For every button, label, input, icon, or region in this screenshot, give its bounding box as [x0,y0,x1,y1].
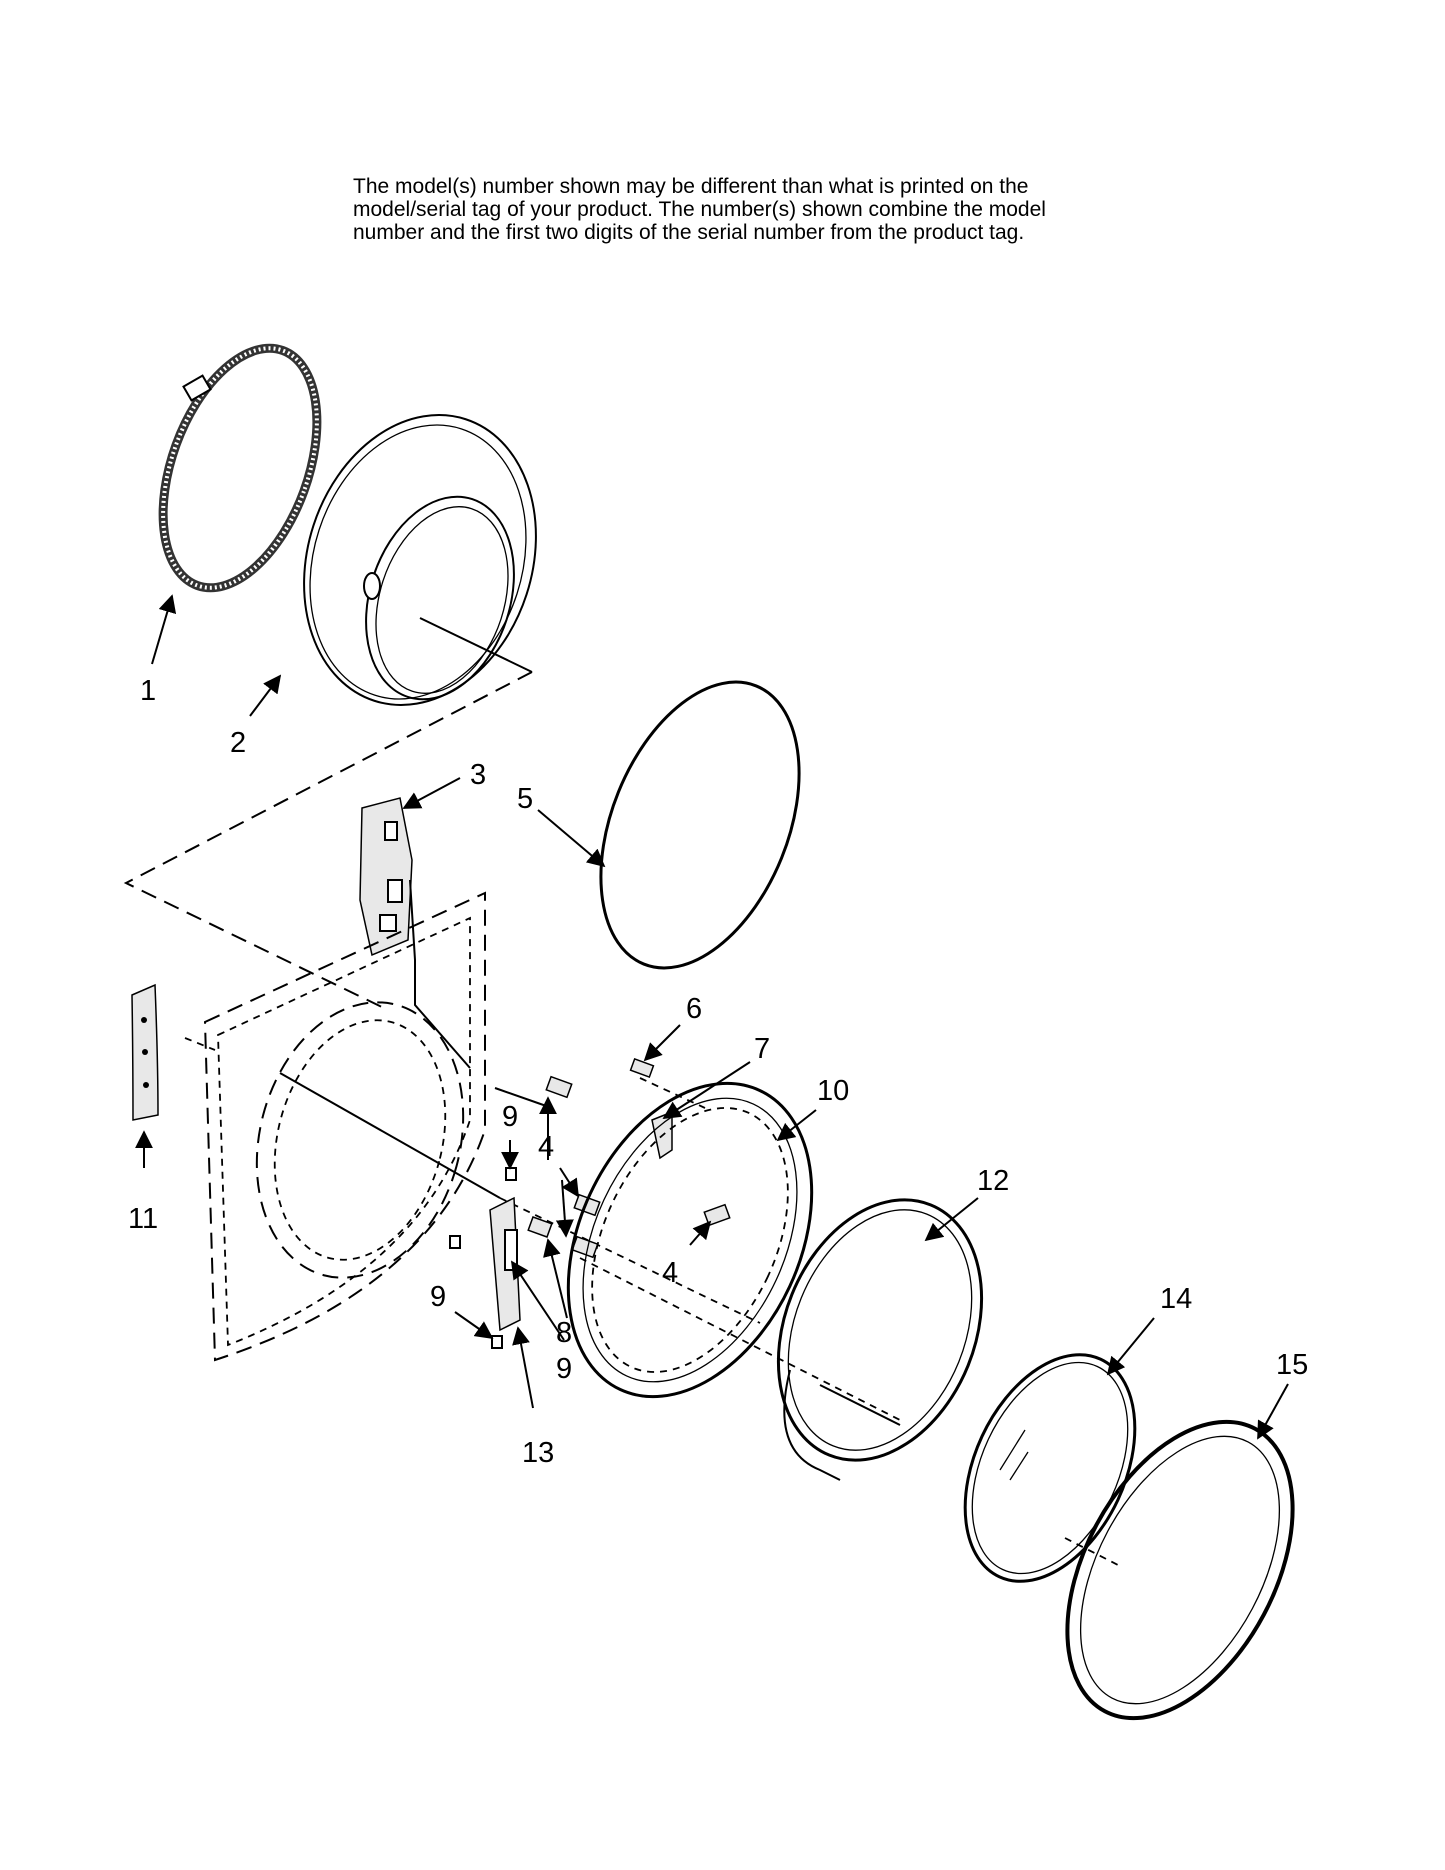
part-1-clamp [158,343,322,593]
part-13-hinge [489,1196,521,1332]
callout-3: 3 [470,759,486,791]
part-10-inner-door-frame [566,1081,814,1399]
assembly-lines [123,671,1119,1566]
callout-1: 1 [140,675,156,707]
callout-15: 15 [1276,1349,1308,1381]
callout-5: 5 [517,783,533,815]
leader-arrows [135,594,1289,1440]
callout-6: 6 [686,993,702,1025]
callout-9-left: 9 [430,1281,446,1313]
disclaimer-line-3: number and the first two digits of the s… [353,221,1025,244]
callout-4-upper: 4 [538,1131,554,1163]
callout-12: 12 [977,1165,1009,1197]
callout-9-bottom: 9 [556,1353,572,1385]
part-15-outer-door-trim [1065,1419,1295,1721]
callout-9-top: 9 [502,1101,518,1133]
part-5-ring [599,680,801,970]
callout-8: 8 [556,1317,572,1349]
callout-13: 13 [522,1437,554,1469]
part-2-bellow [303,414,537,706]
callout-14: 14 [1160,1283,1192,1315]
callout-10: 10 [817,1075,849,1107]
part-12-door-glass [776,1198,984,1481]
callout-11: 11 [128,1203,158,1235]
disclaimer-line-2: model/serial tag of your product. The nu… [353,198,1046,221]
part-3-door-lock [359,797,471,1069]
disclaimer-line-1: The model(s) number shown may be differe… [353,175,1029,198]
screws-and-pins [449,1057,731,1349]
callout-4-lower: 4 [662,1257,678,1289]
callout-7: 7 [754,1033,770,1065]
front-panel [203,891,486,1362]
part-11-strip [131,983,159,1121]
model-number-disclaimer: The model(s) number shown may be differe… [353,175,1173,244]
callout-labels: 1 2 3 5 6 7 10 12 14 15 11 9 4 4 9 8 9 1… [128,675,1308,1469]
callout-2: 2 [230,727,246,759]
